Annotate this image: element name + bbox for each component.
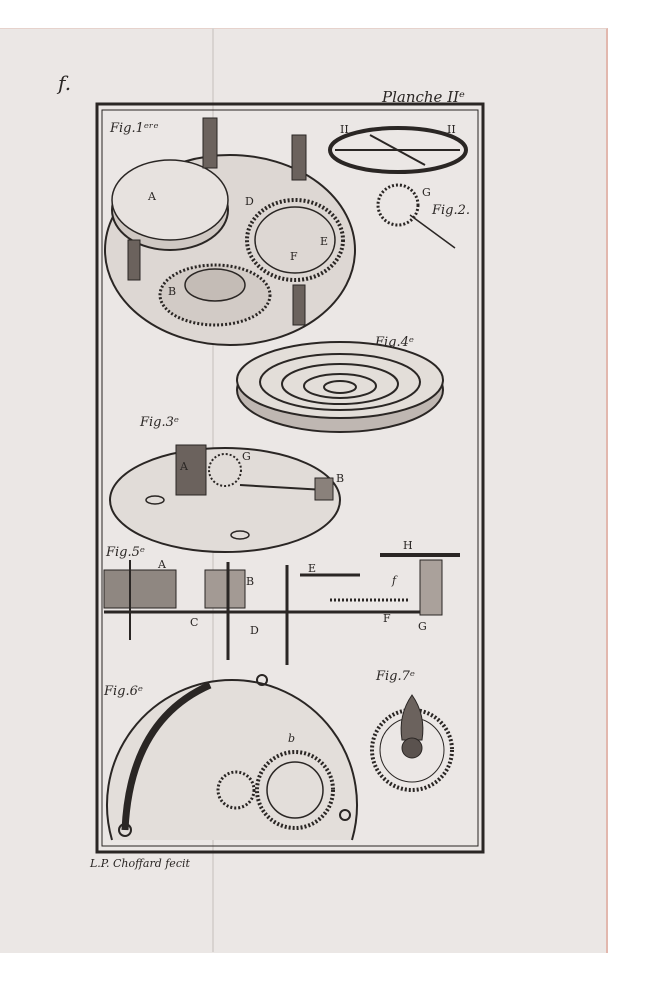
- fig1-letter-d: D: [245, 195, 254, 208]
- fig5-letter-b: B: [246, 575, 254, 588]
- fig5-letter-f: F: [383, 612, 391, 625]
- fig5-letter-d: D: [250, 624, 259, 637]
- fig1-letter-e: E: [320, 235, 328, 248]
- plate-inner-frame: [101, 109, 479, 847]
- fig1-letter-a: A: [147, 190, 157, 203]
- fig2-letter-ii-right: II: [447, 123, 456, 136]
- engraver-signature: L.P. Choffard fecit: [89, 857, 190, 870]
- fig1-letter-f: F: [290, 250, 298, 263]
- fig4-mainspring: [236, 341, 444, 433]
- fig2-balance-wheel: [328, 126, 468, 249]
- fig5-gear-train: [103, 553, 460, 665]
- fig7-cock-wheel: [370, 694, 454, 792]
- fig5-letter-e: E: [308, 562, 316, 575]
- fig7-label: Fig.7ᵉ: [375, 669, 415, 684]
- plate-frame: [95, 102, 485, 854]
- plate-title: Planche IIᵉ: [381, 88, 465, 106]
- fig3-letter-a: A: [179, 460, 189, 473]
- fig3-plate: [109, 444, 341, 553]
- fig5-letter-g: G: [418, 620, 427, 633]
- fig6-pillar-plate: [106, 674, 358, 841]
- fig2-letter-ii-left: II: [340, 123, 349, 136]
- fig2-label: Fig.2.: [431, 203, 470, 218]
- fig6-letter-b: b: [288, 732, 295, 745]
- fig5-letter-small-f: f: [391, 574, 398, 587]
- fig5-letter-c: C: [190, 616, 198, 629]
- fig6-label: Fig.6ᵉ: [103, 684, 143, 699]
- corner-mark: f.: [56, 71, 71, 95]
- fig1-letter-b: B: [168, 285, 176, 298]
- fig1-movement: [104, 117, 356, 346]
- fig5-letter-h: H: [403, 539, 413, 552]
- fig2-letter-g: G: [422, 186, 431, 199]
- fig1-label: Fig.1ᵉʳᵉ: [109, 121, 158, 136]
- fig3-label: Fig.3ᵉ: [139, 415, 179, 430]
- fig5-label: Fig.5ᵉ: [105, 545, 145, 560]
- fig3-letter-b: B: [336, 472, 344, 485]
- fig5-letter-a: A: [157, 558, 167, 571]
- fig3-letter-g: G: [242, 450, 251, 463]
